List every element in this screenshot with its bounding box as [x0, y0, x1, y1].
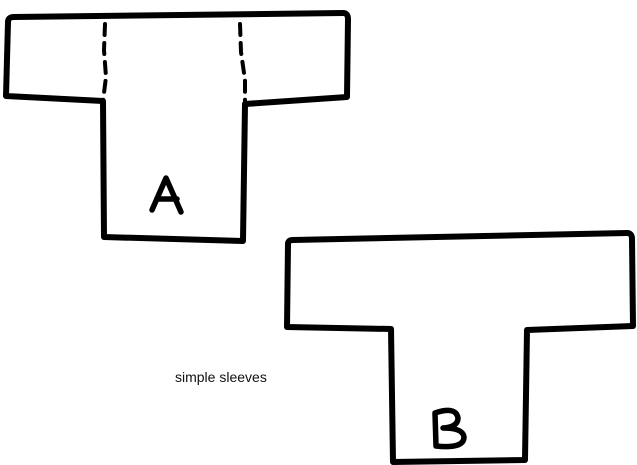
- garment-a-left-seam: [103, 24, 106, 101]
- garment-a: A: [6, 13, 348, 241]
- label-a: A: [152, 178, 181, 212]
- label-a-glyph: [152, 178, 181, 212]
- label-b: B: [435, 410, 464, 446]
- garment-a-right-seam: [240, 24, 245, 104]
- garment-b: B: [287, 233, 633, 462]
- label-b-glyph: [435, 410, 464, 446]
- caption: simple sleeves: [175, 369, 267, 385]
- garment-b-outline: [287, 233, 633, 462]
